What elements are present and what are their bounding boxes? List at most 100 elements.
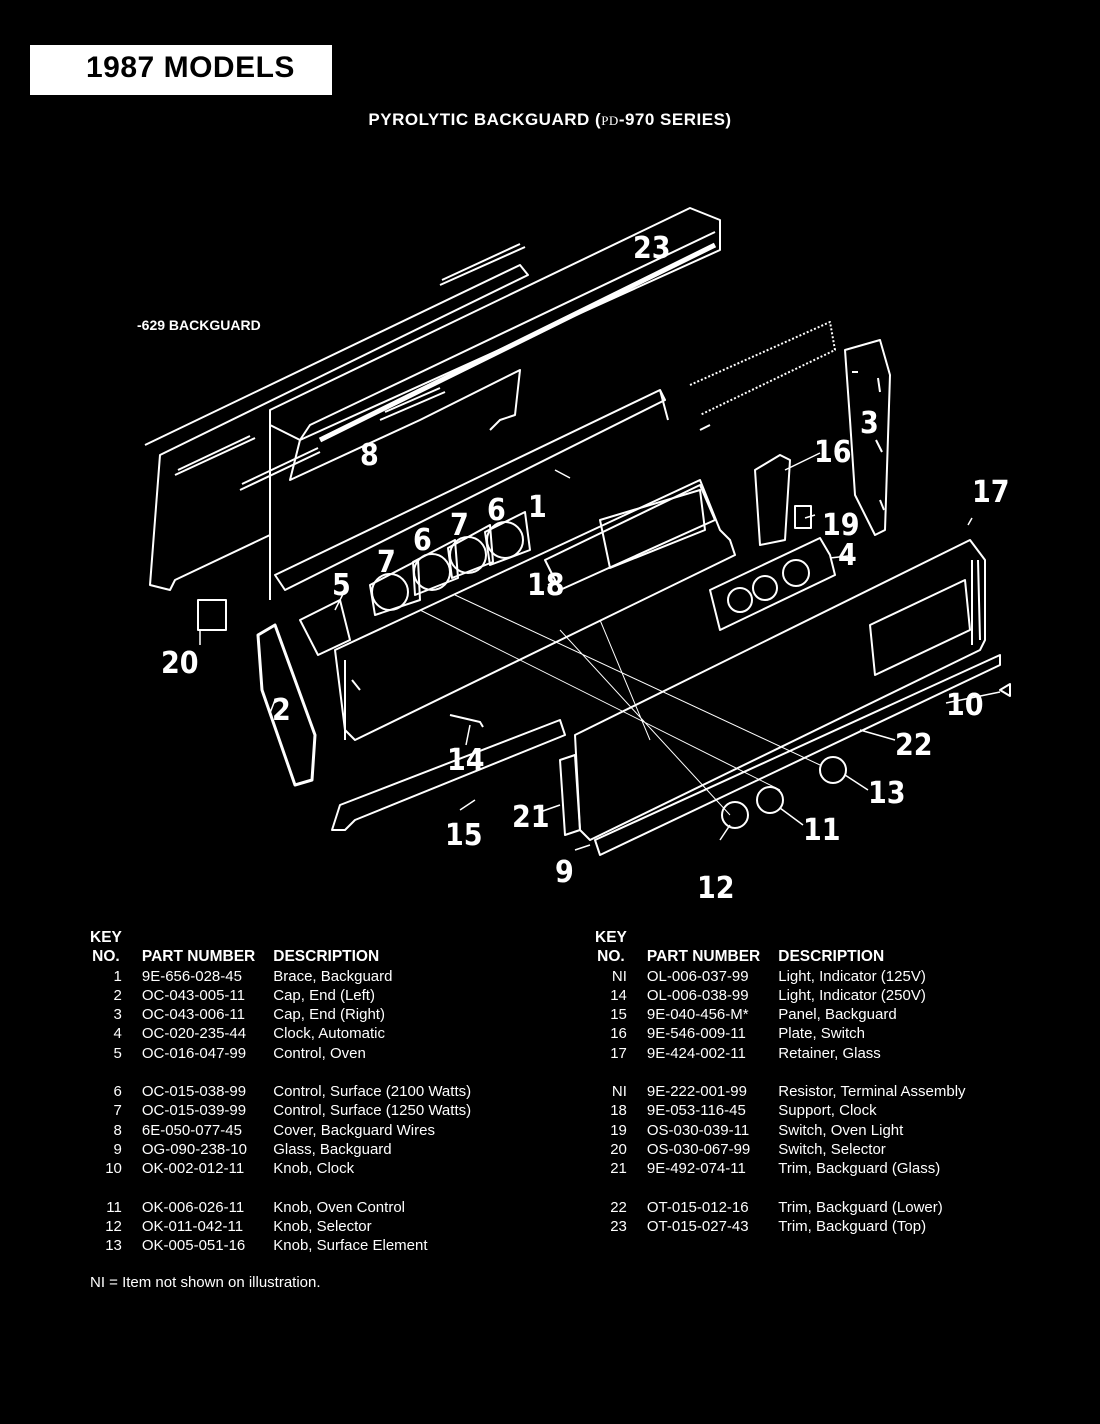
- callout-12: 12: [697, 871, 735, 906]
- page-title: PYROLYTIC BACKGUARD (PD-970 SERIES): [368, 110, 732, 129]
- key-cell: 5: [113, 1044, 122, 1062]
- part-number-cell: OL-006-038-99: [646, 986, 749, 1004]
- part-number-cell: OC-016-047-99: [141, 1044, 247, 1062]
- callout-6b: 6: [413, 523, 432, 558]
- description-cell: Knob, Selector: [273, 1217, 372, 1235]
- callout-11: 11: [803, 813, 841, 848]
- description-cell: Switch, Selector: [778, 1140, 886, 1158]
- callout-4: 4: [838, 538, 857, 573]
- callout-5: 5: [332, 568, 351, 603]
- description-cell: Plate, Switch: [778, 1025, 865, 1043]
- year-badge-text: 1987 MODELS: [86, 51, 295, 84]
- callout-13: 13: [868, 776, 906, 811]
- part-number-cell: OC-020-235-44: [141, 1025, 247, 1043]
- key-cell: 12: [105, 1217, 122, 1235]
- surface-controls: [299, 511, 531, 656]
- part-number-cell: OL-006-037-99: [646, 967, 749, 985]
- description-cell: Control, Surface (2100 Watts): [273, 1083, 472, 1101]
- description-header: DESCRIPTION: [778, 948, 885, 966]
- key-cell: 22: [610, 1198, 627, 1216]
- callout-21: 21: [512, 800, 550, 835]
- callout-17: 17: [972, 475, 1010, 510]
- key-cell: 3: [113, 1006, 122, 1024]
- part-14-light: [449, 714, 484, 728]
- part-number-header: PART NUMBER: [141, 948, 256, 966]
- part-629-backguard: [144, 264, 529, 591]
- part-number-cell: 9E-222-001-99: [646, 1083, 747, 1101]
- description-cell: Control, Oven: [273, 1044, 366, 1062]
- callout-22: 22: [895, 728, 933, 763]
- part-9-glass: [574, 539, 986, 841]
- table-row: 16 9E-546-009-11 Plate, Switch: [595, 1024, 966, 1043]
- key-cell: 23: [610, 1217, 627, 1235]
- part-number-cell: 9E-424-002-11: [646, 1044, 746, 1062]
- key-cell: 8: [113, 1121, 122, 1139]
- callout-6a: 6: [487, 493, 506, 528]
- description-cell: Knob, Oven Control: [273, 1198, 405, 1216]
- part-1-brace: [274, 389, 666, 591]
- part-number-cell: OT-015-012-16: [646, 1198, 749, 1216]
- part-4-clock: [709, 537, 836, 631]
- table-row: 5 OC-016-047-99 Control, Oven: [90, 1044, 471, 1063]
- part-number-cell: 9E-492-074-11: [646, 1160, 746, 1178]
- callout-7a: 7: [450, 508, 469, 543]
- key-cell: 2: [113, 986, 122, 1004]
- key-cell: 16: [610, 1025, 627, 1043]
- key-cell: 15: [610, 1006, 627, 1024]
- description-cell: Resistor, Terminal Assembly: [778, 1083, 966, 1101]
- diagram-linework: [144, 207, 1011, 856]
- callout-19: 19: [822, 508, 860, 543]
- callout-20: 20: [161, 646, 199, 681]
- footnote: NI = Item not shown on illustration.: [90, 1274, 321, 1291]
- callout-7b: 7: [377, 545, 396, 580]
- part-number-cell: OC-015-038-99: [141, 1083, 247, 1101]
- key-cell: 17: [610, 1044, 627, 1062]
- description-cell: Brace, Backguard: [273, 967, 393, 985]
- part-number-cell: 9E-546-009-11: [646, 1025, 746, 1043]
- description-cell: Cover, Backguard Wires: [273, 1121, 435, 1139]
- part-number-cell: 9E-040-456-M*: [646, 1006, 749, 1024]
- callout-18: 18: [527, 568, 565, 603]
- part-11-knob: [756, 786, 784, 814]
- part-10-clock-knob: [999, 683, 1011, 697]
- part-20-switch: [197, 599, 227, 631]
- part-number-cell: OC-043-005-11: [141, 986, 245, 1004]
- callout-15: 15: [445, 818, 483, 853]
- description-cell: Knob, Surface Element: [273, 1237, 428, 1255]
- key-cell: NI: [611, 967, 627, 985]
- part-21-trim-glass: [559, 754, 581, 836]
- part-number-cell: 9E-053-116-45: [646, 1102, 746, 1120]
- part-19-switch: [794, 505, 812, 529]
- description-cell: Switch, Oven Light: [778, 1121, 904, 1139]
- group-spacer: [90, 1063, 471, 1082]
- part-number-cell: OS-030-067-99: [646, 1140, 751, 1158]
- description-cell: Trim, Backguard (Top): [778, 1217, 927, 1235]
- exploded-parts-diagram: 23 8 1 3 16 19 17 6 7 6 7 5 18 4 20 2 10…: [144, 207, 1011, 906]
- key-cell: 18: [610, 1102, 627, 1120]
- part-number-header: PART NUMBER: [646, 948, 761, 966]
- key-cell: NI: [611, 1083, 627, 1101]
- key-cell: 21: [610, 1160, 627, 1178]
- part-number-cell: OC-015-039-99: [141, 1102, 247, 1120]
- part-8-cover: [269, 369, 521, 600]
- key-cell: 4: [113, 1025, 122, 1043]
- part-number-cell: OS-030-039-11: [646, 1121, 750, 1139]
- description-cell: Glass, Backguard: [273, 1140, 392, 1158]
- key-cell: 14: [610, 986, 627, 1004]
- part-number-cell: 6E-050-077-45: [141, 1121, 242, 1139]
